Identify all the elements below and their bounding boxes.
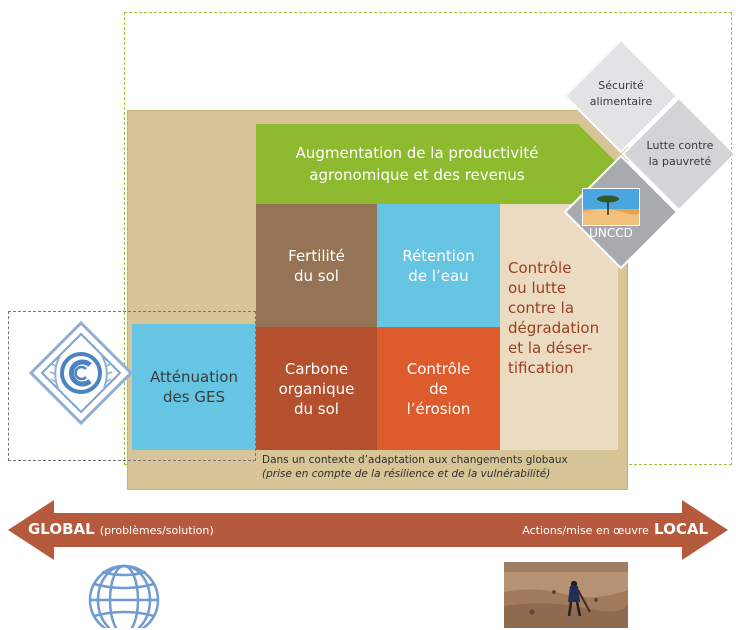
cell-soil-carbon: Carbone organique du sol <box>256 327 377 450</box>
global-label: GLOBAL (problèmes/solution) <box>28 519 214 538</box>
unccd-label: UNCCD <box>589 226 633 240</box>
cell-water-retention: Rétention de l’eau <box>377 204 500 327</box>
local-rest: Actions/mise en œuvre <box>522 524 649 537</box>
global-local-arrow <box>8 500 728 560</box>
productivity-bar <box>256 124 618 204</box>
local-bold: LOCAL <box>654 520 708 538</box>
unfccc-logo-icon <box>28 320 134 426</box>
productivity-label: Augmentation de la productivité agronomi… <box>295 144 539 184</box>
degradation-label: Contrôle ou lutte contre la dégradation … <box>508 259 600 377</box>
context-caption: Dans un contexte d’adaptation aux change… <box>262 453 632 481</box>
globe-icon <box>88 564 160 628</box>
cell-ghg-mitigation: Atténuation des GES <box>132 324 256 450</box>
poverty-label: Lutte contre la pauvreté <box>646 139 714 168</box>
food-security-label: Sécurité alimentaire <box>589 79 653 108</box>
unccd-logo-icon <box>582 188 640 226</box>
context-line-2: (prise en compte de la résilience et de … <box>262 468 551 480</box>
cell-soil-fertility: Fertilité du sol <box>256 204 377 327</box>
global-bold: GLOBAL <box>28 520 95 538</box>
field-work-photo <box>504 562 628 628</box>
left-dashed-frame <box>8 311 256 461</box>
global-rest: (problèmes/solution) <box>99 524 214 537</box>
cell-erosion-control: Contrôle de l’érosion <box>377 327 500 450</box>
context-line-1: Dans un contexte d’adaptation aux change… <box>262 454 568 466</box>
diamonds-cluster <box>563 40 736 270</box>
local-label: Actions/mise en œuvre LOCAL <box>522 519 708 538</box>
